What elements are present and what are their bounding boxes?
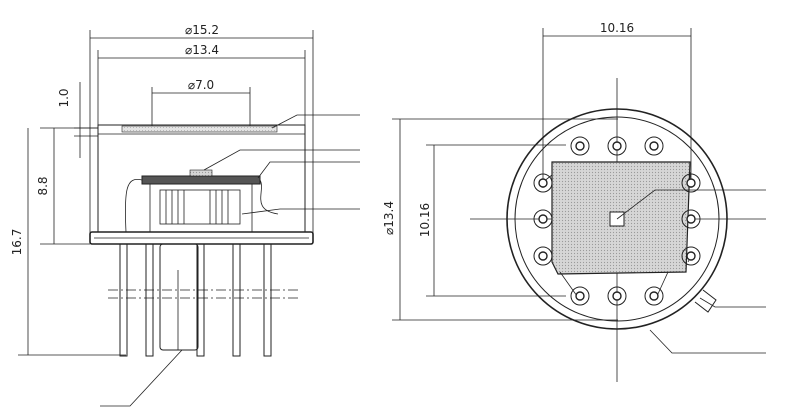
dim-body-diameter: ⌀13.4 (97, 43, 306, 125)
sensor-chip-side (124, 169, 279, 233)
pin-10 (570, 286, 590, 306)
pin-5 (533, 209, 553, 229)
dim-body-diameter-label: ⌀13.4 (185, 43, 219, 57)
dim-body-diameter-vertical: ⌀13.4 (382, 118, 618, 321)
dim-total-height-label: 16.7 (10, 229, 24, 256)
dim-cap-thickness-label: 1.0 (57, 88, 71, 107)
dim-body-diameter-vertical-label: ⌀13.4 (382, 201, 396, 235)
pin-1 (570, 136, 590, 156)
dim-window-diameter-label: ⌀7.0 (188, 78, 214, 92)
dim-pin-span-horizontal-label: 10.16 (600, 21, 634, 35)
pin-2 (607, 136, 627, 156)
leader-lines-side (100, 114, 360, 407)
dim-pin-span-horizontal: 10.16 (542, 21, 692, 188)
dim-body-height-label: 8.8 (36, 176, 50, 195)
pin-6 (533, 246, 553, 266)
pin-7 (681, 173, 701, 193)
top-view: 10.16 ⌀13.4 10.16 (382, 21, 766, 382)
pin-4 (533, 173, 553, 193)
pin-8 (681, 209, 701, 229)
dim-pin-span-vertical: 10.16 (418, 144, 566, 297)
dim-outer-diameter: ⌀15.2 (89, 23, 314, 238)
dim-total-height: 16.7 (10, 128, 126, 356)
pin-3 (644, 136, 664, 156)
pins-side (108, 243, 300, 357)
dim-outer-diameter-label: ⌀15.2 (185, 23, 219, 37)
pin-12 (644, 286, 664, 306)
dim-window-diameter: ⌀7.0 (151, 78, 251, 130)
pin-11 (607, 286, 627, 306)
leader-lines-top (616, 189, 766, 354)
side-view: ⌀15.2 ⌀13.4 ⌀7.0 1.0 8.8 (10, 23, 360, 407)
header-flange (89, 231, 314, 245)
pin-9 (681, 246, 701, 266)
dim-cap-thickness: 1.0 (57, 82, 98, 158)
pins-top (533, 136, 701, 306)
dim-body-height: 8.8 (36, 127, 98, 245)
dim-pin-span-vertical-label: 10.16 (418, 203, 432, 237)
